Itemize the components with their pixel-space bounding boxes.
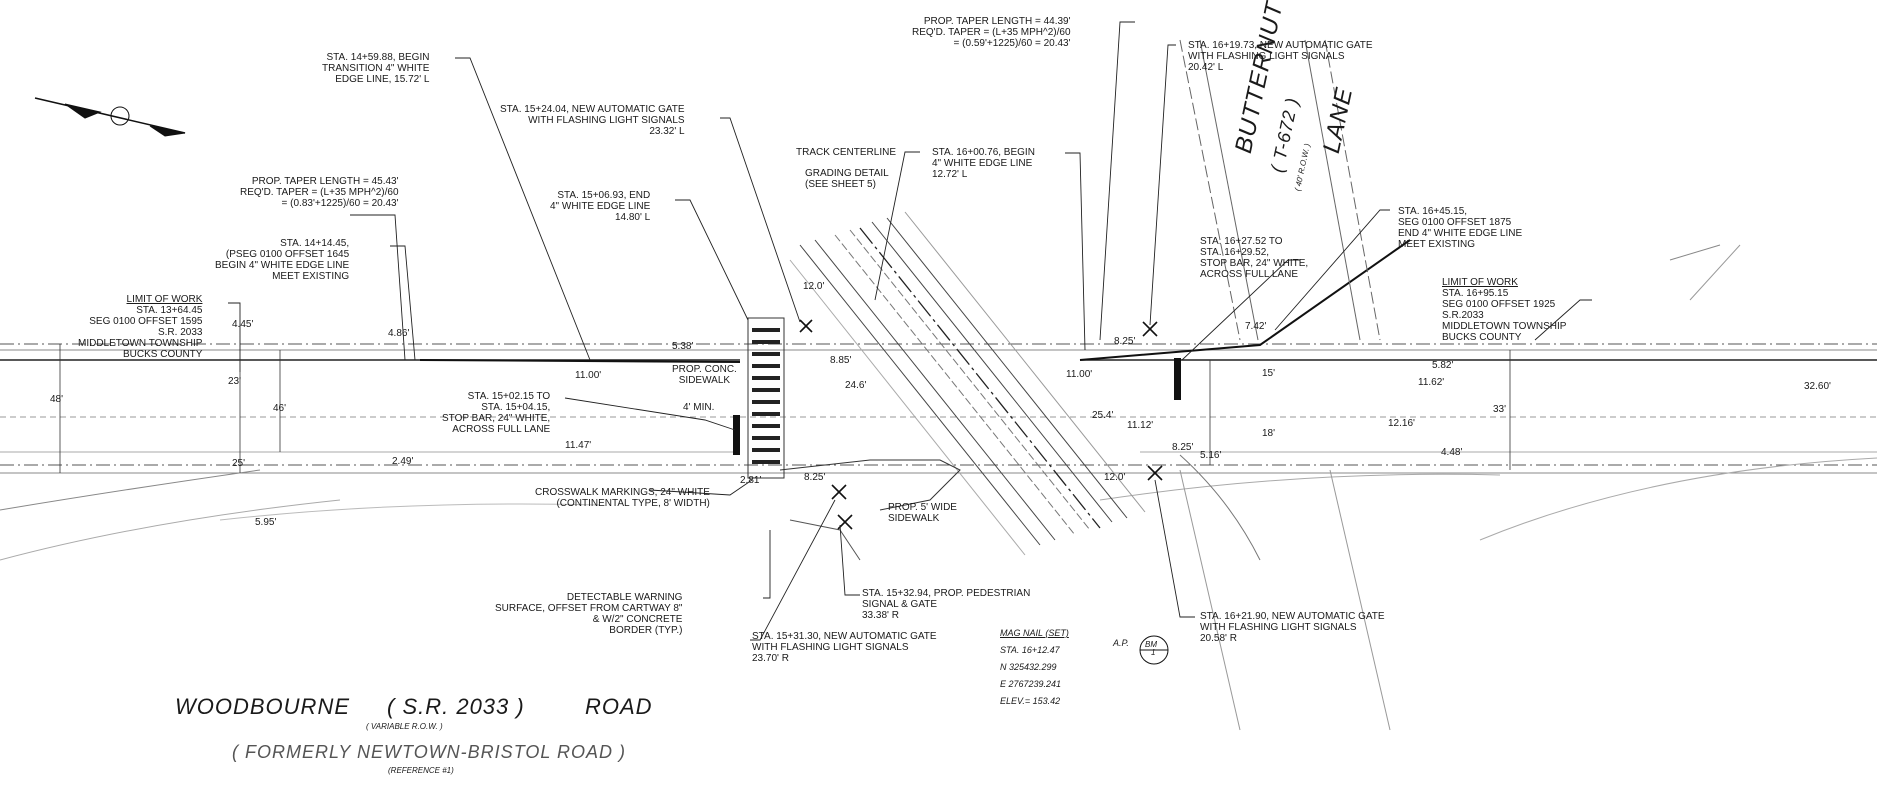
callout-track-cl: TRACK CENTERLINE bbox=[796, 147, 897, 158]
road-former: ( FORMERLY NEWTOWN-BRISTOL ROAD ) bbox=[232, 742, 627, 762]
dim-label: 11.12' bbox=[1127, 420, 1154, 431]
dim-label: 25' bbox=[232, 458, 246, 469]
stop-bar-right bbox=[1174, 358, 1181, 400]
callout-grading: GRADING DETAIL(SEE SHEET 5) bbox=[805, 168, 889, 190]
dim-label: 4.48' bbox=[1441, 447, 1463, 458]
road-name-left: WOODBOURNE bbox=[175, 694, 350, 719]
callout-min: 4' MIN. bbox=[683, 402, 715, 413]
dim-label: 8.25' bbox=[1114, 336, 1136, 347]
dim-label: 5.95' bbox=[255, 517, 277, 528]
dim-label: 5.82' bbox=[1432, 360, 1454, 371]
callout-crosswalk: CROSSWALK MARKINGS, 24" WHITE(CONTINENTA… bbox=[535, 487, 710, 509]
benchmark-ap: A.P. bbox=[1113, 638, 1129, 648]
road-edges bbox=[0, 343, 1877, 561]
benchmark-bm: BM bbox=[1145, 640, 1157, 649]
road-name-right: ROAD bbox=[585, 694, 653, 719]
dim-label: 11.47' bbox=[565, 440, 592, 451]
dim-label: 46' bbox=[273, 403, 287, 414]
callout-conc-sidewalk: PROP. CONC.SIDEWALK bbox=[672, 364, 737, 386]
road-reference: (REFERENCE #1) bbox=[388, 766, 454, 775]
dim-label: 12.0' bbox=[803, 281, 825, 292]
dim-label: 48' bbox=[50, 394, 64, 405]
dim-label: 4.45' bbox=[232, 319, 254, 330]
dim-label: 5.38' bbox=[672, 341, 694, 352]
dim-label: 24.6' bbox=[845, 380, 867, 391]
white-edge-line-right bbox=[1079, 239, 1411, 361]
gate-signal-icon bbox=[799, 319, 1163, 530]
railroad-tracks bbox=[789, 211, 1146, 556]
dim-label: 11.00' bbox=[1066, 369, 1093, 380]
butternut-lane-edges bbox=[1179, 39, 1391, 731]
road-route: ( S.R. 2033 ) bbox=[387, 694, 525, 719]
dim-label: 23' bbox=[228, 376, 242, 387]
dim-label: 8.85' bbox=[830, 355, 852, 366]
stop-bar-left bbox=[733, 415, 740, 455]
dim-label: 7.42' bbox=[1245, 321, 1267, 332]
dim-label: 15' bbox=[1262, 368, 1276, 379]
road-row: ( VARIABLE R.O.W. ) bbox=[366, 722, 443, 731]
dim-label: 2.49' bbox=[392, 456, 414, 467]
dim-label: 8.25' bbox=[1172, 442, 1194, 453]
dim-label: 18' bbox=[1262, 428, 1276, 439]
dim-label: 11.00' bbox=[575, 370, 602, 381]
benchmark-label: MAG NAIL (SET) STA. 16+12.47 N 325432.29… bbox=[1000, 628, 1069, 706]
dim-label: 8.25' bbox=[804, 472, 826, 483]
dim-label: 4.86' bbox=[388, 328, 410, 339]
dim-label: 25.4' bbox=[1092, 410, 1114, 421]
dim-label: 32.60' bbox=[1804, 381, 1831, 392]
dim-label: 5.16' bbox=[1200, 450, 1222, 461]
dim-label: 33' bbox=[1493, 404, 1507, 415]
crosswalk-markings bbox=[752, 328, 780, 464]
north-arrow-icon bbox=[34, 97, 186, 137]
dim-label: 2.81' bbox=[740, 475, 762, 486]
leader-lines bbox=[228, 21, 1592, 641]
benchmark-num: 1 bbox=[1151, 648, 1156, 657]
callout-taper-left: PROP. TAPER LENGTH = 45.43'REQ'D. TAPER … bbox=[240, 176, 399, 209]
callout-taper-right: PROP. TAPER LENGTH = 44.39'REQ'D. TAPER … bbox=[912, 16, 1071, 49]
white-edge-line-left bbox=[419, 359, 741, 363]
dim-label: 11.62' bbox=[1418, 377, 1445, 388]
dim-label: 12.0' bbox=[1104, 472, 1126, 483]
dimension-lines bbox=[59, 344, 1511, 473]
dim-label: 12.16' bbox=[1388, 418, 1415, 429]
